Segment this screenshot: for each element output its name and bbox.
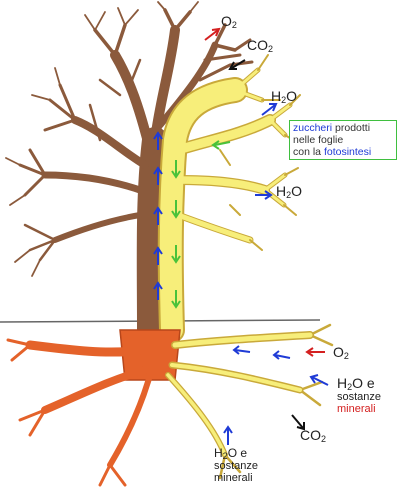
co2-top-label: CO2 bbox=[247, 38, 273, 54]
o2-top-label: O2 bbox=[221, 14, 237, 30]
h2o-out-arrow-icon bbox=[262, 104, 276, 115]
h2o-mid-label: H2O bbox=[276, 184, 302, 200]
o2-root-label: O2 bbox=[333, 345, 349, 361]
o2-in-arrow-icon bbox=[307, 348, 325, 356]
h2o-in-arrow-icon bbox=[224, 427, 232, 445]
brown-crown bbox=[6, 2, 252, 330]
root-inflow-arrow-icon bbox=[234, 346, 250, 354]
root-inflow-arrow-icon bbox=[274, 351, 290, 359]
h2o-top-label: H2O bbox=[271, 89, 297, 105]
h2o-root-bottom-label: H2O e sostanze minerali bbox=[214, 447, 258, 485]
co2-root-label: CO2 bbox=[300, 428, 326, 444]
h2o-root-right-label: H2O e sostanze minerali bbox=[337, 376, 381, 416]
roots bbox=[8, 325, 332, 485]
sugar-note-box: zuccheri prodotti nelle foglie con la fo… bbox=[289, 120, 397, 160]
